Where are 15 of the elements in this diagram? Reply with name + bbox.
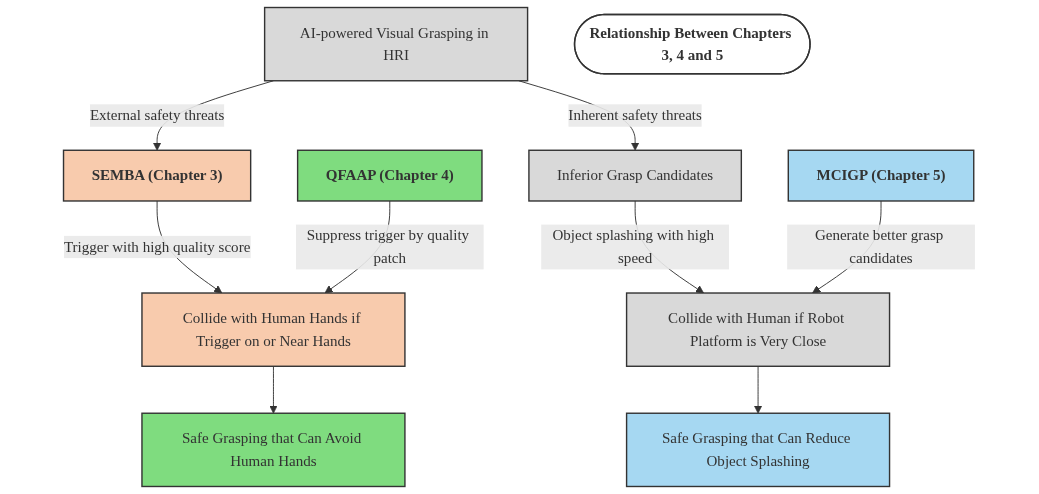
node-box: SEMBA (Chapter 3) <box>63 149 252 202</box>
node-box: Safe Grasping that Can Reduce Object Splashing <box>626 412 891 488</box>
node-box: AI-powered Visual Grasping in HRI <box>264 6 529 82</box>
edge-label: Trigger with high quality score <box>64 238 251 255</box>
node-box: Collide with Human if Robot Platform is Very Close <box>626 292 891 367</box>
node-box: Inferior Grasp Candidates <box>528 149 743 202</box>
node-box: QFAAP (Chapter 4) <box>297 149 483 202</box>
edge-label: Inherent safety threats <box>568 107 703 124</box>
edge-label: Suppress trigger by quality patch <box>307 227 470 266</box>
node-box: Collide with Human Hands if Trigger on or Near Hands <box>141 292 406 367</box>
edge-label: External safety threats <box>90 107 225 124</box>
edge-label: Object splashing with high speed <box>552 227 715 266</box>
edge-label: Generate better grasp candidates <box>815 227 944 266</box>
node-box: MCIGP (Chapter 5) <box>787 149 975 202</box>
node-box: Safe Grasping that Can Avoid Human Hands <box>141 412 406 488</box>
